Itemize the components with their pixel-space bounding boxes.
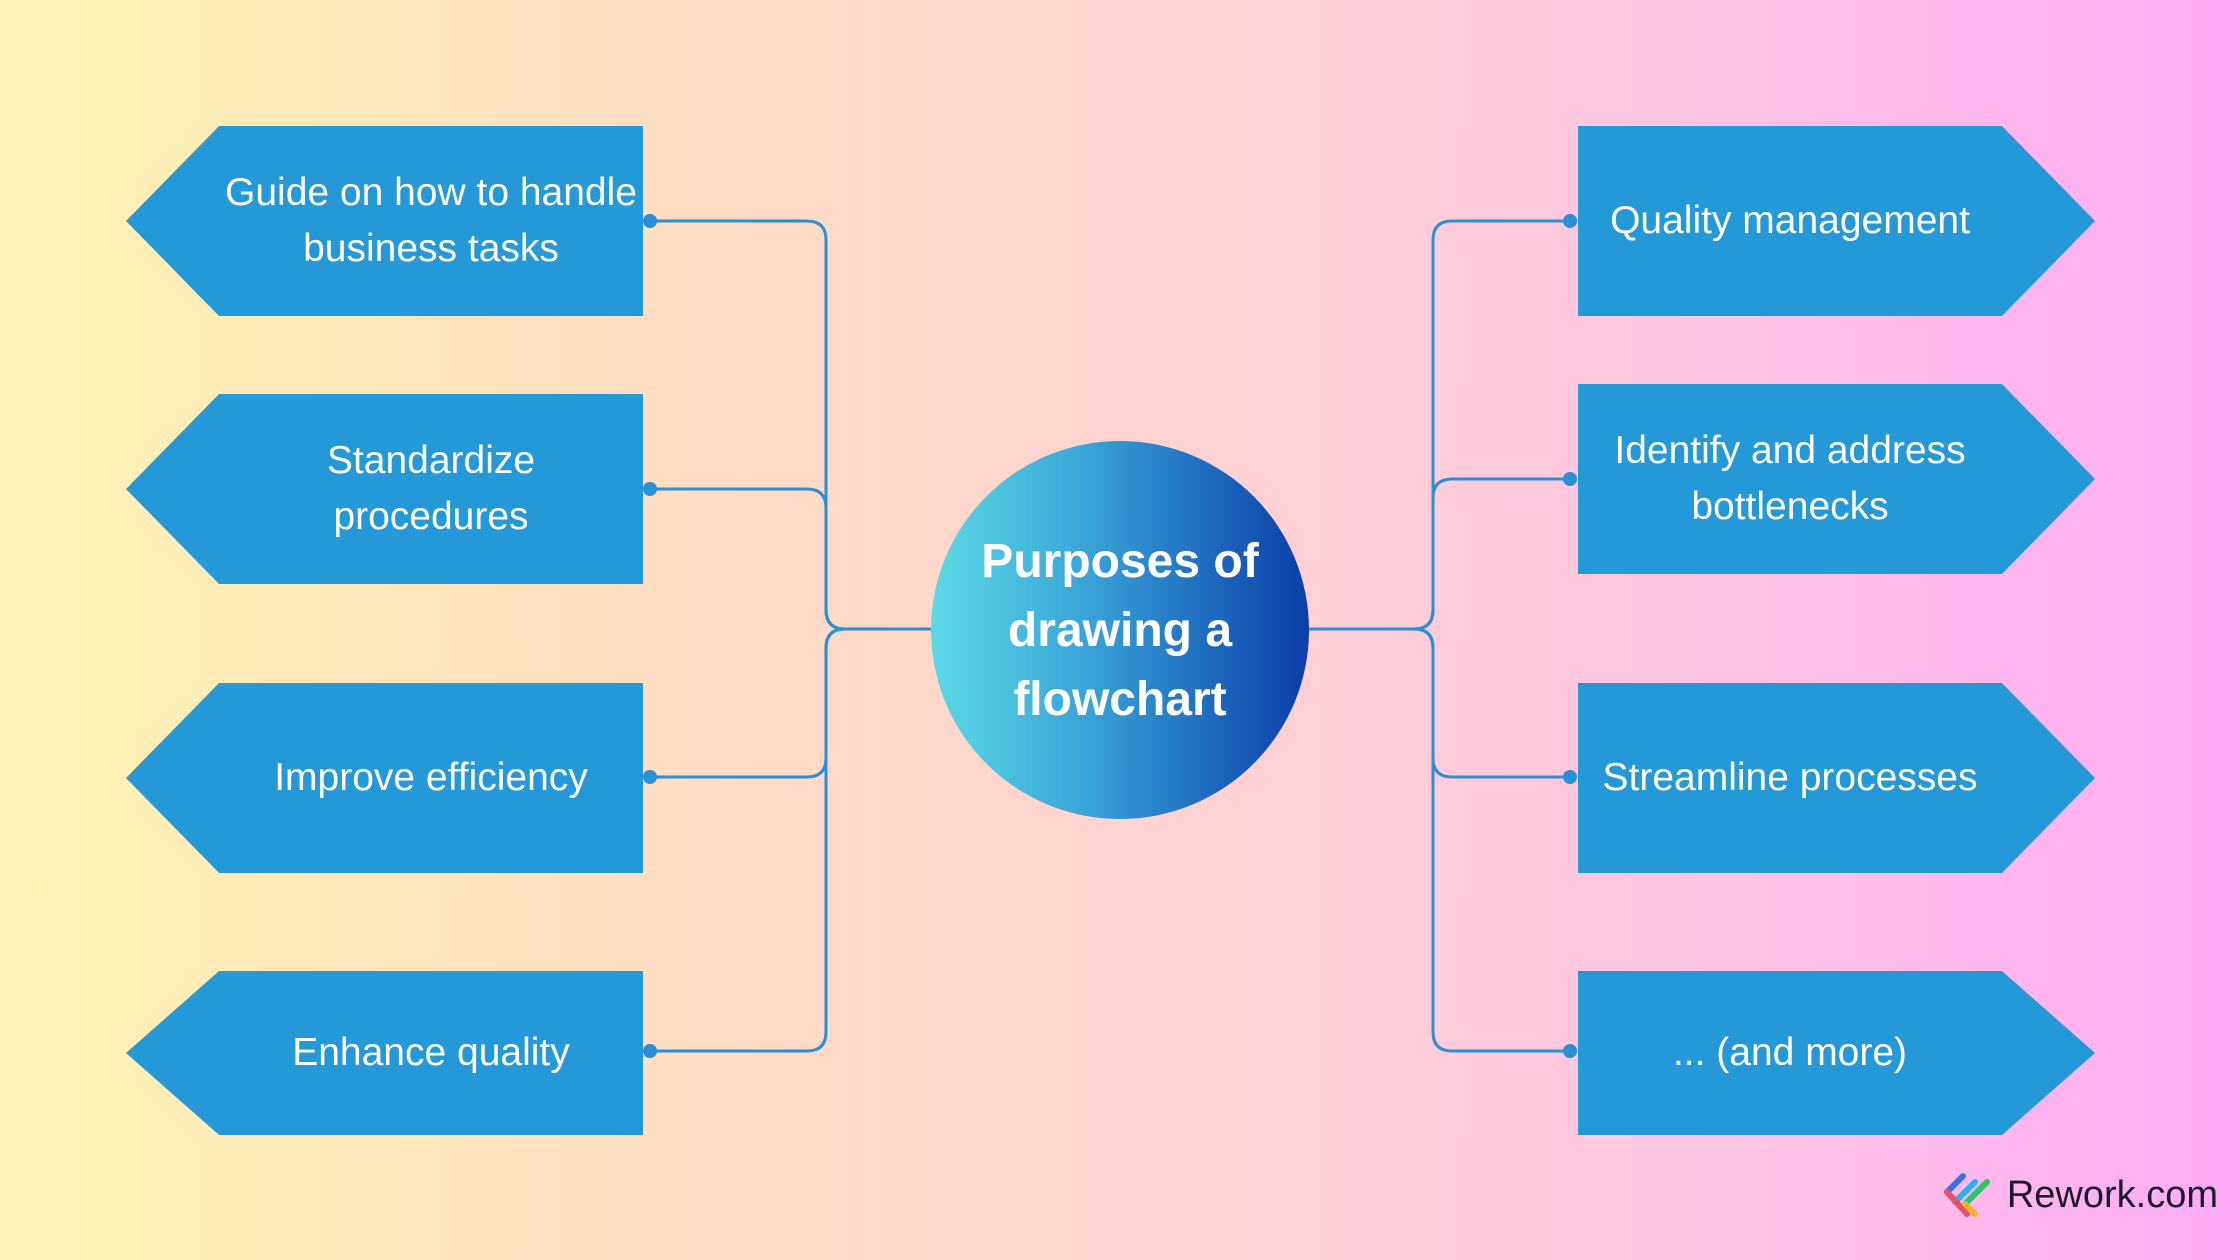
node-left-1: Guide on how to handle business tasks (126, 126, 643, 316)
node-label: Standardize procedures (326, 439, 536, 538)
node-label: Identify and address bottlenecks (1614, 429, 1966, 528)
connector-dot (643, 770, 657, 784)
connector-dot (643, 1044, 657, 1058)
connector-dot (643, 214, 657, 228)
connector-dot (643, 482, 657, 496)
node-left-2: Standardize procedures (126, 394, 643, 584)
connector-dot (1563, 472, 1577, 486)
brand-logo: Rework.com (1943, 1170, 2218, 1220)
connector-left-3 (650, 627, 846, 779)
node-right-4: ... (and more) (1578, 971, 2095, 1135)
rework-logo-icon (1943, 1173, 1990, 1217)
central-topic-label: Purposes of drawing a flowchart (981, 534, 1259, 726)
node-label: Guide on how to handle business tasks (225, 171, 637, 270)
connector-right-1 (1309, 219, 1570, 631)
connector-dot (1563, 214, 1577, 228)
connector-left-1 (650, 219, 931, 631)
node-label: Streamline processes (1602, 756, 1978, 799)
connector-right-3 (1413, 627, 1570, 779)
brand-name: Rework.com (2006, 1173, 2218, 1216)
connector-right-2 (1413, 477, 1570, 631)
node-label: Improve efficiency (274, 756, 588, 799)
node-label: Quality management (1610, 199, 1970, 242)
connector-right-4 (1413, 627, 1570, 1053)
node-right-2: Identify and address bottlenecks (1578, 384, 2095, 574)
connector-left-2 (650, 487, 846, 631)
node-left-3: Improve efficiency (126, 683, 643, 873)
node-label: Enhance quality (292, 1031, 570, 1074)
connector-dot (1563, 770, 1577, 784)
node-right-3: Streamline processes (1578, 683, 2095, 873)
node-left-4: Enhance quality (126, 971, 643, 1135)
node-right-1: Quality management (1578, 126, 2095, 316)
node-label: ... (and more) (1672, 1031, 1908, 1074)
connector-dot (1563, 1044, 1577, 1058)
connector-left-4 (650, 627, 846, 1053)
central-topic-circle: Purposes of drawing a flowchart (931, 441, 1309, 819)
